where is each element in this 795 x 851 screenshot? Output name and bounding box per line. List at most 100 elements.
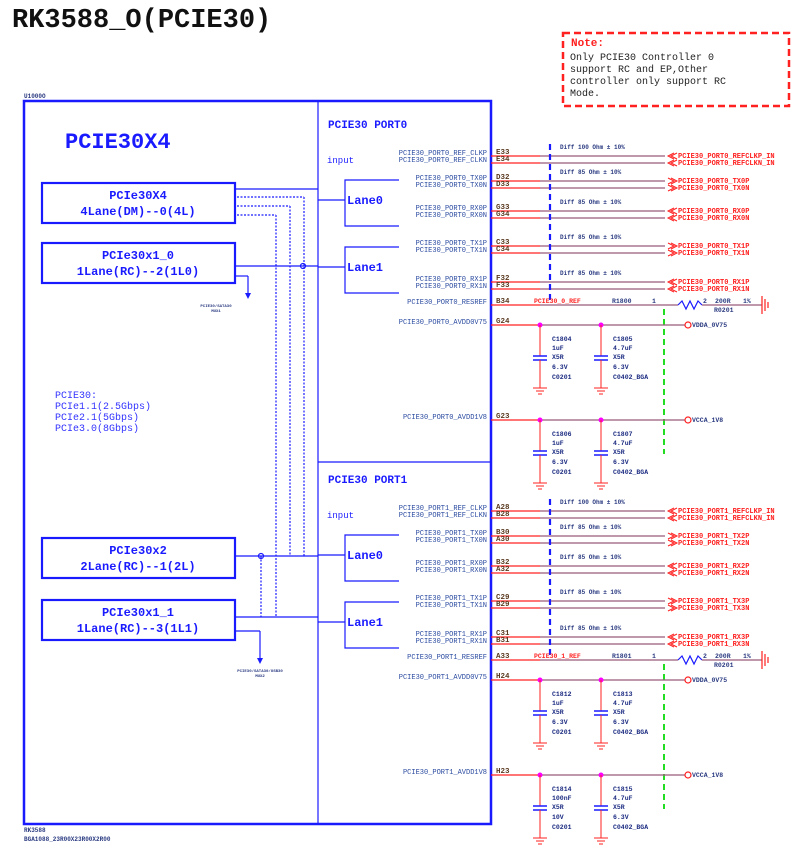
ball-number: E33	[496, 149, 510, 157]
ball-number: A32	[496, 566, 510, 574]
power-port-icon	[684, 676, 692, 684]
note-line: Mode.	[570, 88, 600, 100]
ball-number: G33	[496, 204, 510, 212]
resistor-ref: R1801	[612, 653, 632, 660]
ground-icon	[533, 387, 547, 395]
net-label: PCIE30_PORT0_RX1N	[678, 286, 749, 294]
ball-number: B31	[496, 637, 510, 645]
resistor-icon	[677, 299, 703, 311]
resistor-pin: 2	[703, 653, 707, 660]
cap-ref: C1807	[613, 431, 633, 438]
cap-dielectric: X5R	[613, 804, 625, 811]
net-label: PCIE30_PORT0_TX1P	[678, 243, 749, 251]
power-rail-label: VCCA_1V8	[692, 772, 723, 779]
cap-value: 1uF	[552, 440, 564, 447]
diff-impedance-label: Diff 100 Ohm ± 10%	[560, 499, 625, 506]
ball-number: B28	[496, 511, 510, 519]
resistor-ref: R1800	[612, 298, 632, 305]
ball-number: C31	[496, 630, 510, 638]
cap-voltage: 6.3V	[613, 459, 629, 466]
ground-icon	[594, 837, 608, 845]
port-title: PCIE30 PORT0	[328, 120, 407, 132]
controller-lanes: 2Lane(RC)--1(2L)	[80, 560, 195, 574]
ground-icon	[761, 296, 769, 314]
mux1-label: PCIE30/SATA30	[200, 304, 232, 309]
cap-package: C0402_BGA	[613, 469, 648, 476]
pin-name: PCIE30_PORT1_RX0N	[416, 567, 487, 575]
power-rail-label: VDDA_0V75	[692, 677, 727, 684]
net-label: PCIE30_PORT1_RX2P	[678, 563, 749, 571]
cap-dielectric: X5R	[613, 449, 625, 456]
ball-number: F32	[496, 275, 510, 283]
cap-voltage: 6.3V	[552, 364, 568, 371]
diff-impedance-label: Diff 85 Ohm ± 10%	[560, 554, 622, 561]
sheet-title: RK3588_O(PCIE30)	[12, 6, 271, 36]
resistor-tolerance: 1%	[743, 653, 751, 660]
mux2-label: PCIE30/SATA30/USB30	[237, 669, 283, 674]
ball-number: B29	[496, 601, 510, 609]
cap-value: 100nF	[552, 795, 572, 802]
input-label: input	[327, 511, 354, 521]
ball-number: C29	[496, 594, 510, 602]
cap-package: C0201	[552, 469, 572, 476]
pin-name: PCIE30_PORT0_RX1P	[416, 276, 487, 284]
port-1: PCIE30 PORT1inputLane0Lane1PCIE30_PORT1_…	[318, 475, 775, 845]
speed-heading: PCIE30:	[55, 391, 97, 402]
net-label: PCIE30_PORT0_RX1P	[678, 279, 749, 287]
mux2-label: MUX2	[255, 675, 265, 679]
net-label: PCIE30_PORT0_RX0N	[678, 215, 749, 223]
ball-number: A33	[496, 653, 510, 661]
note-box: Note: Only PCIE30 Controller 0 support R…	[561, 31, 791, 108]
power-port-icon	[684, 321, 692, 329]
net-label: PCIE30_PORT0_TX1N	[678, 250, 749, 258]
part-package: BGA1088_23R00X23R00X2R00	[24, 836, 111, 843]
pin-name: PCIE30_PORT0_AVDD1V8	[403, 414, 487, 422]
controller-lanes: 1Lane(RC)--3(1L1)	[77, 622, 199, 636]
cap-dielectric: X5R	[552, 804, 564, 811]
net-label: PCIE30_0_REF	[534, 298, 581, 305]
pin-name: PCIE30_PORT1_RX0P	[416, 560, 487, 568]
ground-icon	[594, 742, 608, 750]
net-label: PCIE30_PORT1_TX3N	[678, 605, 749, 613]
note-line: support RC and EP,Other	[570, 64, 708, 76]
